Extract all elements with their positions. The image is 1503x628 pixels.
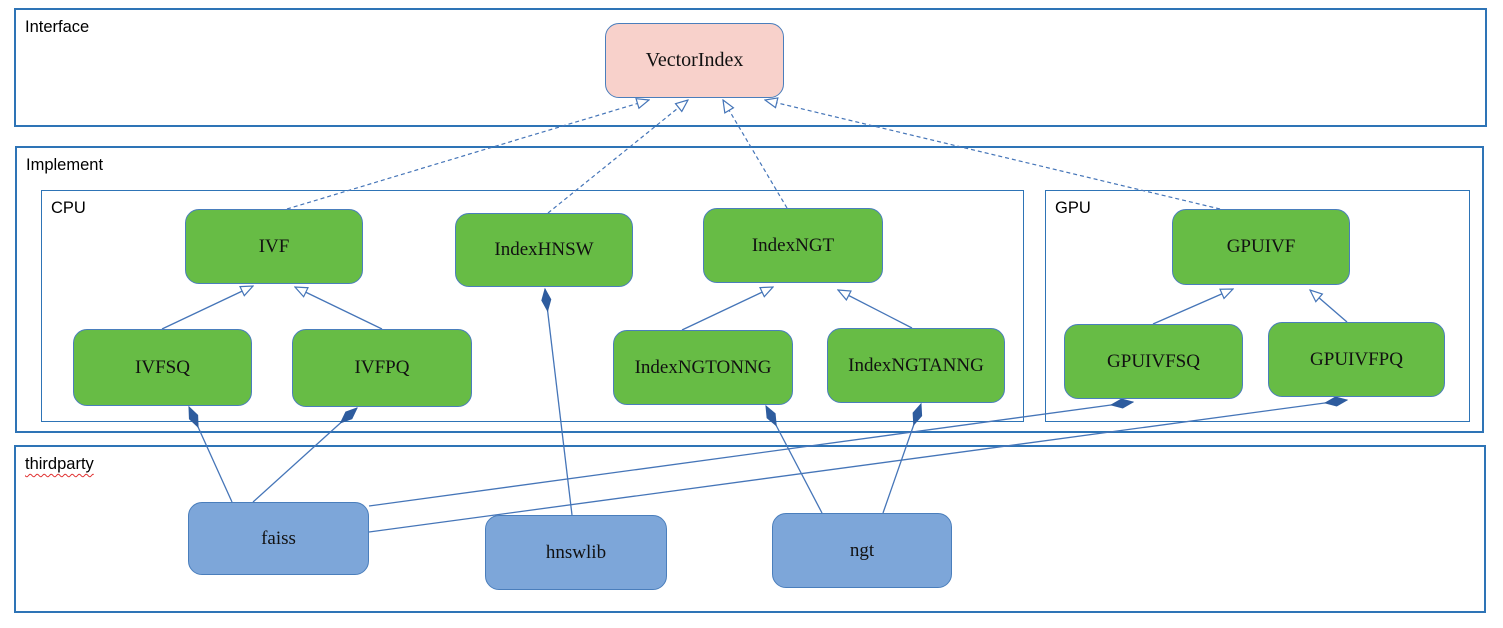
- container-implement: Implement CPU GPU: [15, 146, 1484, 433]
- edge-hnswlib-indexhnsw: [545, 289, 573, 516]
- edge-faiss-ivfpq: [252, 408, 357, 503]
- node-faiss: faiss: [188, 502, 369, 575]
- edge-faiss-gpuivfsq: [368, 402, 1133, 507]
- container-cpu: CPU: [41, 190, 1024, 422]
- node-indexngtanng: IndexNGTANNG: [827, 328, 1005, 403]
- node-gpuivfpq: GPUIVFPQ: [1268, 322, 1445, 397]
- edge-ivfsq-ivf: [161, 286, 253, 330]
- node-ngt: ngt: [772, 513, 952, 588]
- edge-gpuivf-vectorindex: [765, 100, 1221, 210]
- edge-ivfpq-ivf: [295, 287, 383, 330]
- edge-gpuivfsq-gpuivf: [1152, 289, 1233, 325]
- node-gpuivfsq: GPUIVFSQ: [1064, 324, 1243, 399]
- node-ivf: IVF: [185, 209, 363, 284]
- container-interface-label: Interface: [25, 18, 90, 36]
- edge-indexngt-vectorindex: [723, 100, 788, 209]
- container-thirdparty-label: thirdparty: [25, 455, 94, 473]
- edge-gpuivfpq-gpuivf: [1310, 290, 1348, 323]
- edge-ngt-indexngtanng: [882, 404, 921, 514]
- edge-indexngtanng-indexngt: [838, 290, 913, 329]
- edge-indexngtonng-indexngt: [681, 287, 773, 331]
- node-indexhnsw: IndexHNSW: [455, 213, 633, 287]
- node-gpuivf: GPUIVF: [1172, 209, 1350, 285]
- edge-ivf-vectorindex: [286, 100, 649, 210]
- container-thirdparty: thirdparty: [14, 445, 1486, 613]
- node-hnswlib: hnswlib: [485, 515, 667, 590]
- node-indexngtonng: IndexNGTONNG: [613, 330, 793, 405]
- container-cpu-label: CPU: [51, 199, 86, 217]
- node-indexngt: IndexNGT: [703, 208, 883, 283]
- edge-indexhnsw-vectorindex: [547, 100, 688, 214]
- container-gpu-label: GPU: [1055, 199, 1091, 217]
- edge-faiss-ivfsq: [188, 407, 233, 503]
- container-gpu: GPU: [1045, 190, 1470, 422]
- container-implement-label: Implement: [26, 156, 104, 174]
- node-ivfpq: IVFPQ: [292, 329, 472, 407]
- node-vectorindex: VectorIndex: [605, 23, 784, 98]
- node-ivfsq: IVFSQ: [73, 329, 252, 406]
- edge-ngt-indexngtonng: [766, 406, 823, 514]
- edge-faiss-gpuivfpq: [368, 400, 1347, 533]
- container-interface: Interface: [14, 8, 1487, 127]
